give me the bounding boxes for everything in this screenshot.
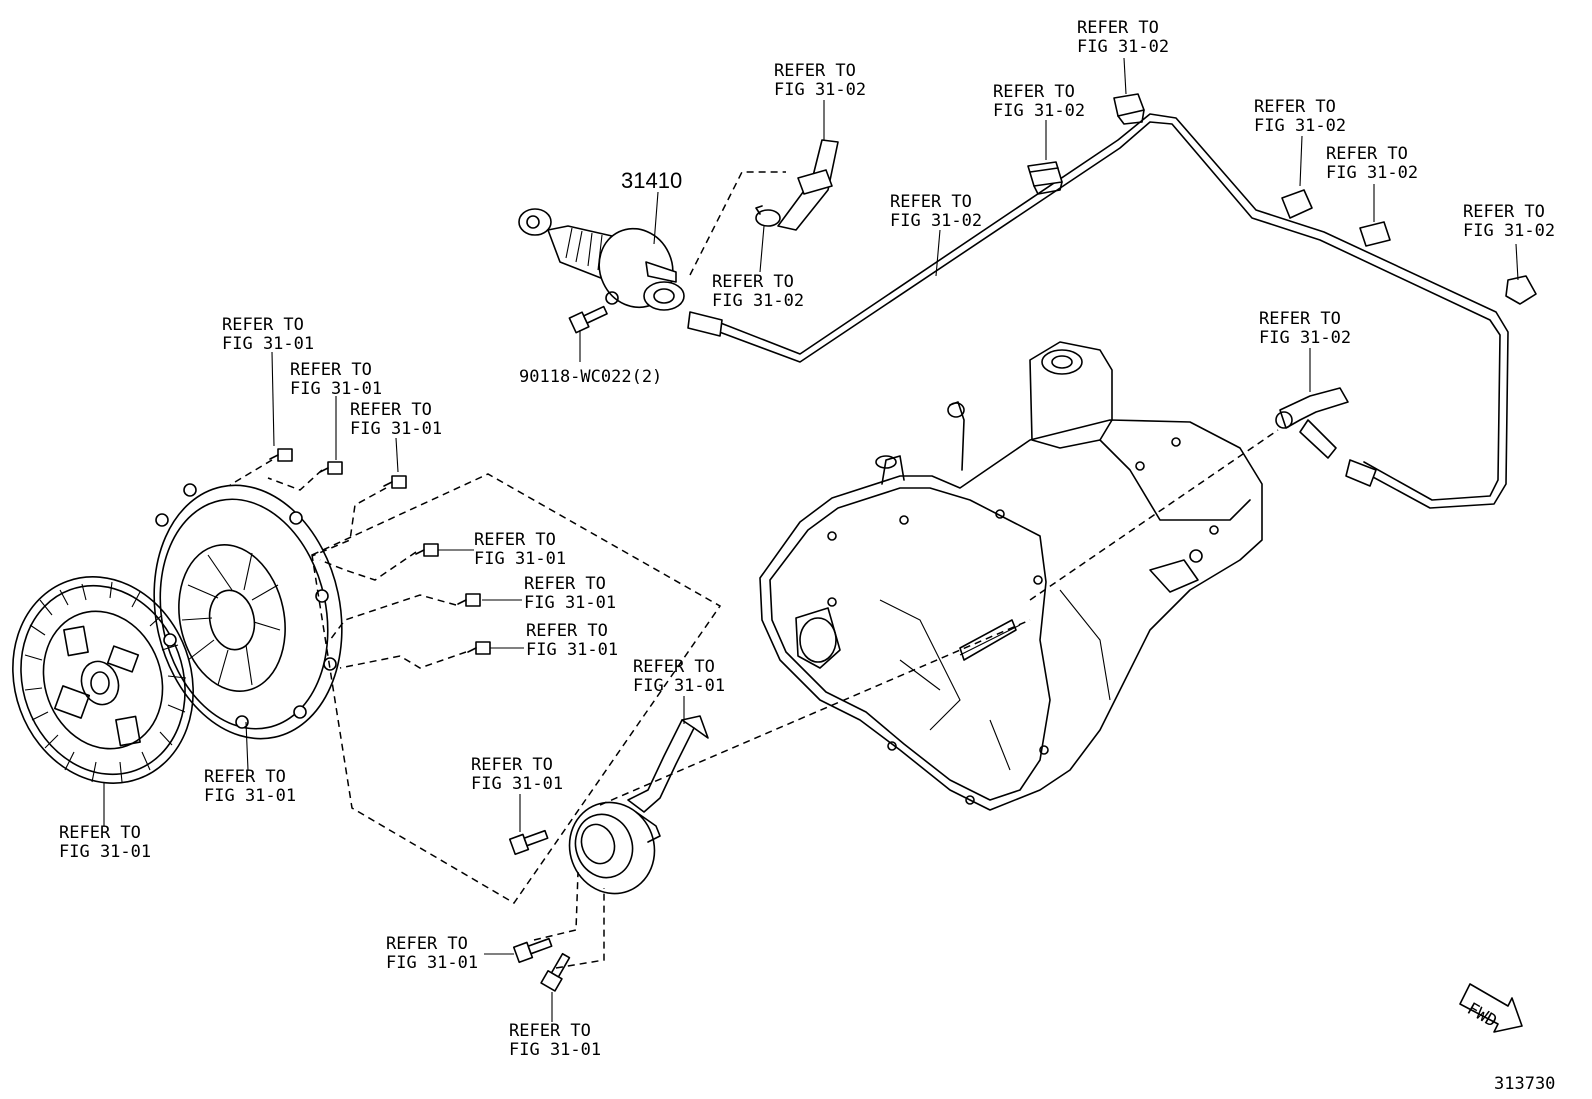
hose-guide-line <box>689 171 786 276</box>
svg-text:REFER TO: REFER TO <box>712 272 794 292</box>
union-guide-line <box>1029 429 1279 601</box>
svg-text:FIG 31-02: FIG 31-02 <box>1326 163 1418 183</box>
svg-text:REFER TO: REFER TO <box>1463 202 1545 222</box>
pipe-clip-5[interactable] <box>1505 275 1537 305</box>
concentric-slave-cylinder[interactable] <box>557 715 709 906</box>
svg-text:FIG 31-01: FIG 31-01 <box>471 774 563 794</box>
hose-clamp[interactable] <box>755 205 781 227</box>
part-number-31410[interactable]: 31410 <box>621 168 682 193</box>
fwd-arrow-icon: FWD <box>1459 983 1523 1033</box>
svg-text:REFER TO: REFER TO <box>290 360 372 380</box>
bolt-guide-lines <box>229 459 467 669</box>
svg-text:FIG 31-01: FIG 31-01 <box>633 676 725 696</box>
svg-text:FIG 31-01: FIG 31-01 <box>204 786 296 806</box>
svg-text:FIG 31-01: FIG 31-01 <box>509 1040 601 1060</box>
clutch-disc[interactable] <box>0 551 222 809</box>
svg-text:REFER TO: REFER TO <box>386 934 468 954</box>
svg-text:REFER TO: REFER TO <box>774 61 856 81</box>
svg-text:FIG 31-01: FIG 31-01 <box>59 842 151 862</box>
leader-lines <box>103 57 1519 1022</box>
pipe-clip-1[interactable] <box>1113 93 1145 125</box>
union-fitting[interactable] <box>1275 387 1349 459</box>
svg-text:REFER TO: REFER TO <box>471 755 553 775</box>
svg-text:REFER TO: REFER TO <box>993 82 1075 102</box>
bolt-90118[interactable] <box>568 303 608 334</box>
svg-text:FIG 31-01: FIG 31-01 <box>290 379 382 399</box>
svg-text:REFER TO: REFER TO <box>59 823 141 843</box>
figure-id: 313730 <box>1494 1074 1555 1094</box>
svg-text:REFER TO: REFER TO <box>204 767 286 787</box>
transmission-case[interactable] <box>759 341 1263 811</box>
svg-text:FIG 31-01: FIG 31-01 <box>386 953 478 973</box>
svg-text:FIG 31-02: FIG 31-02 <box>890 211 982 231</box>
svg-text:FIG 31-02: FIG 31-02 <box>712 291 804 311</box>
svg-text:REFER TO: REFER TO <box>222 315 304 335</box>
csc-bolt-guides <box>533 871 605 969</box>
svg-text:FIG 31-02: FIG 31-02 <box>993 101 1085 121</box>
svg-text:REFER TO: REFER TO <box>526 621 608 641</box>
clutch-cover[interactable] <box>131 468 364 757</box>
svg-text:FIG 31-01: FIG 31-01 <box>526 640 618 660</box>
svg-text:REFER TO: REFER TO <box>1259 309 1341 329</box>
svg-text:FIG 31-02: FIG 31-02 <box>1259 328 1351 348</box>
csc-bolt-lower-2[interactable] <box>540 952 573 992</box>
svg-text:REFER TO: REFER TO <box>524 574 606 594</box>
svg-text:FIG 31-02: FIG 31-02 <box>1254 116 1346 136</box>
cylinder-31410[interactable] <box>518 208 686 319</box>
svg-text:FIG 31-02: FIG 31-02 <box>774 80 866 100</box>
svg-text:FIG 31-01: FIG 31-01 <box>524 593 616 613</box>
pipe-clip-4[interactable] <box>1359 221 1391 247</box>
reservoir-hose[interactable] <box>777 139 839 231</box>
clutch-pipe[interactable] <box>687 113 1509 509</box>
csc-axis-line <box>599 619 1031 806</box>
svg-text:FIG 31-02: FIG 31-02 <box>1077 37 1169 57</box>
cover-bolts[interactable] <box>269 448 491 655</box>
svg-text:REFER TO: REFER TO <box>509 1021 591 1041</box>
pipe-clip-2[interactable] <box>1027 161 1063 195</box>
svg-text:REFER TO: REFER TO <box>1326 144 1408 164</box>
assembly-group-outline <box>311 473 722 904</box>
csc-bolt-upper[interactable] <box>508 827 549 856</box>
svg-text:REFER TO: REFER TO <box>890 192 972 212</box>
svg-text:REFER TO: REFER TO <box>1077 18 1159 38</box>
svg-text:FIG 31-01: FIG 31-01 <box>350 419 442 439</box>
svg-text:REFER TO: REFER TO <box>350 400 432 420</box>
pipe-clip-3[interactable] <box>1281 189 1313 219</box>
svg-text:REFER TO: REFER TO <box>474 530 556 550</box>
svg-text:FIG 31-01: FIG 31-01 <box>222 334 314 354</box>
svg-text:FIG 31-02: FIG 31-02 <box>1463 221 1555 241</box>
svg-text:FIG 31-01: FIG 31-01 <box>474 549 566 569</box>
svg-text:REFER TO: REFER TO <box>1254 97 1336 117</box>
csc-bolt-lower-1[interactable] <box>512 935 553 964</box>
svg-text:REFER TO: REFER TO <box>633 657 715 677</box>
part-number-90118[interactable]: 90118-WC022(2) <box>519 367 662 387</box>
